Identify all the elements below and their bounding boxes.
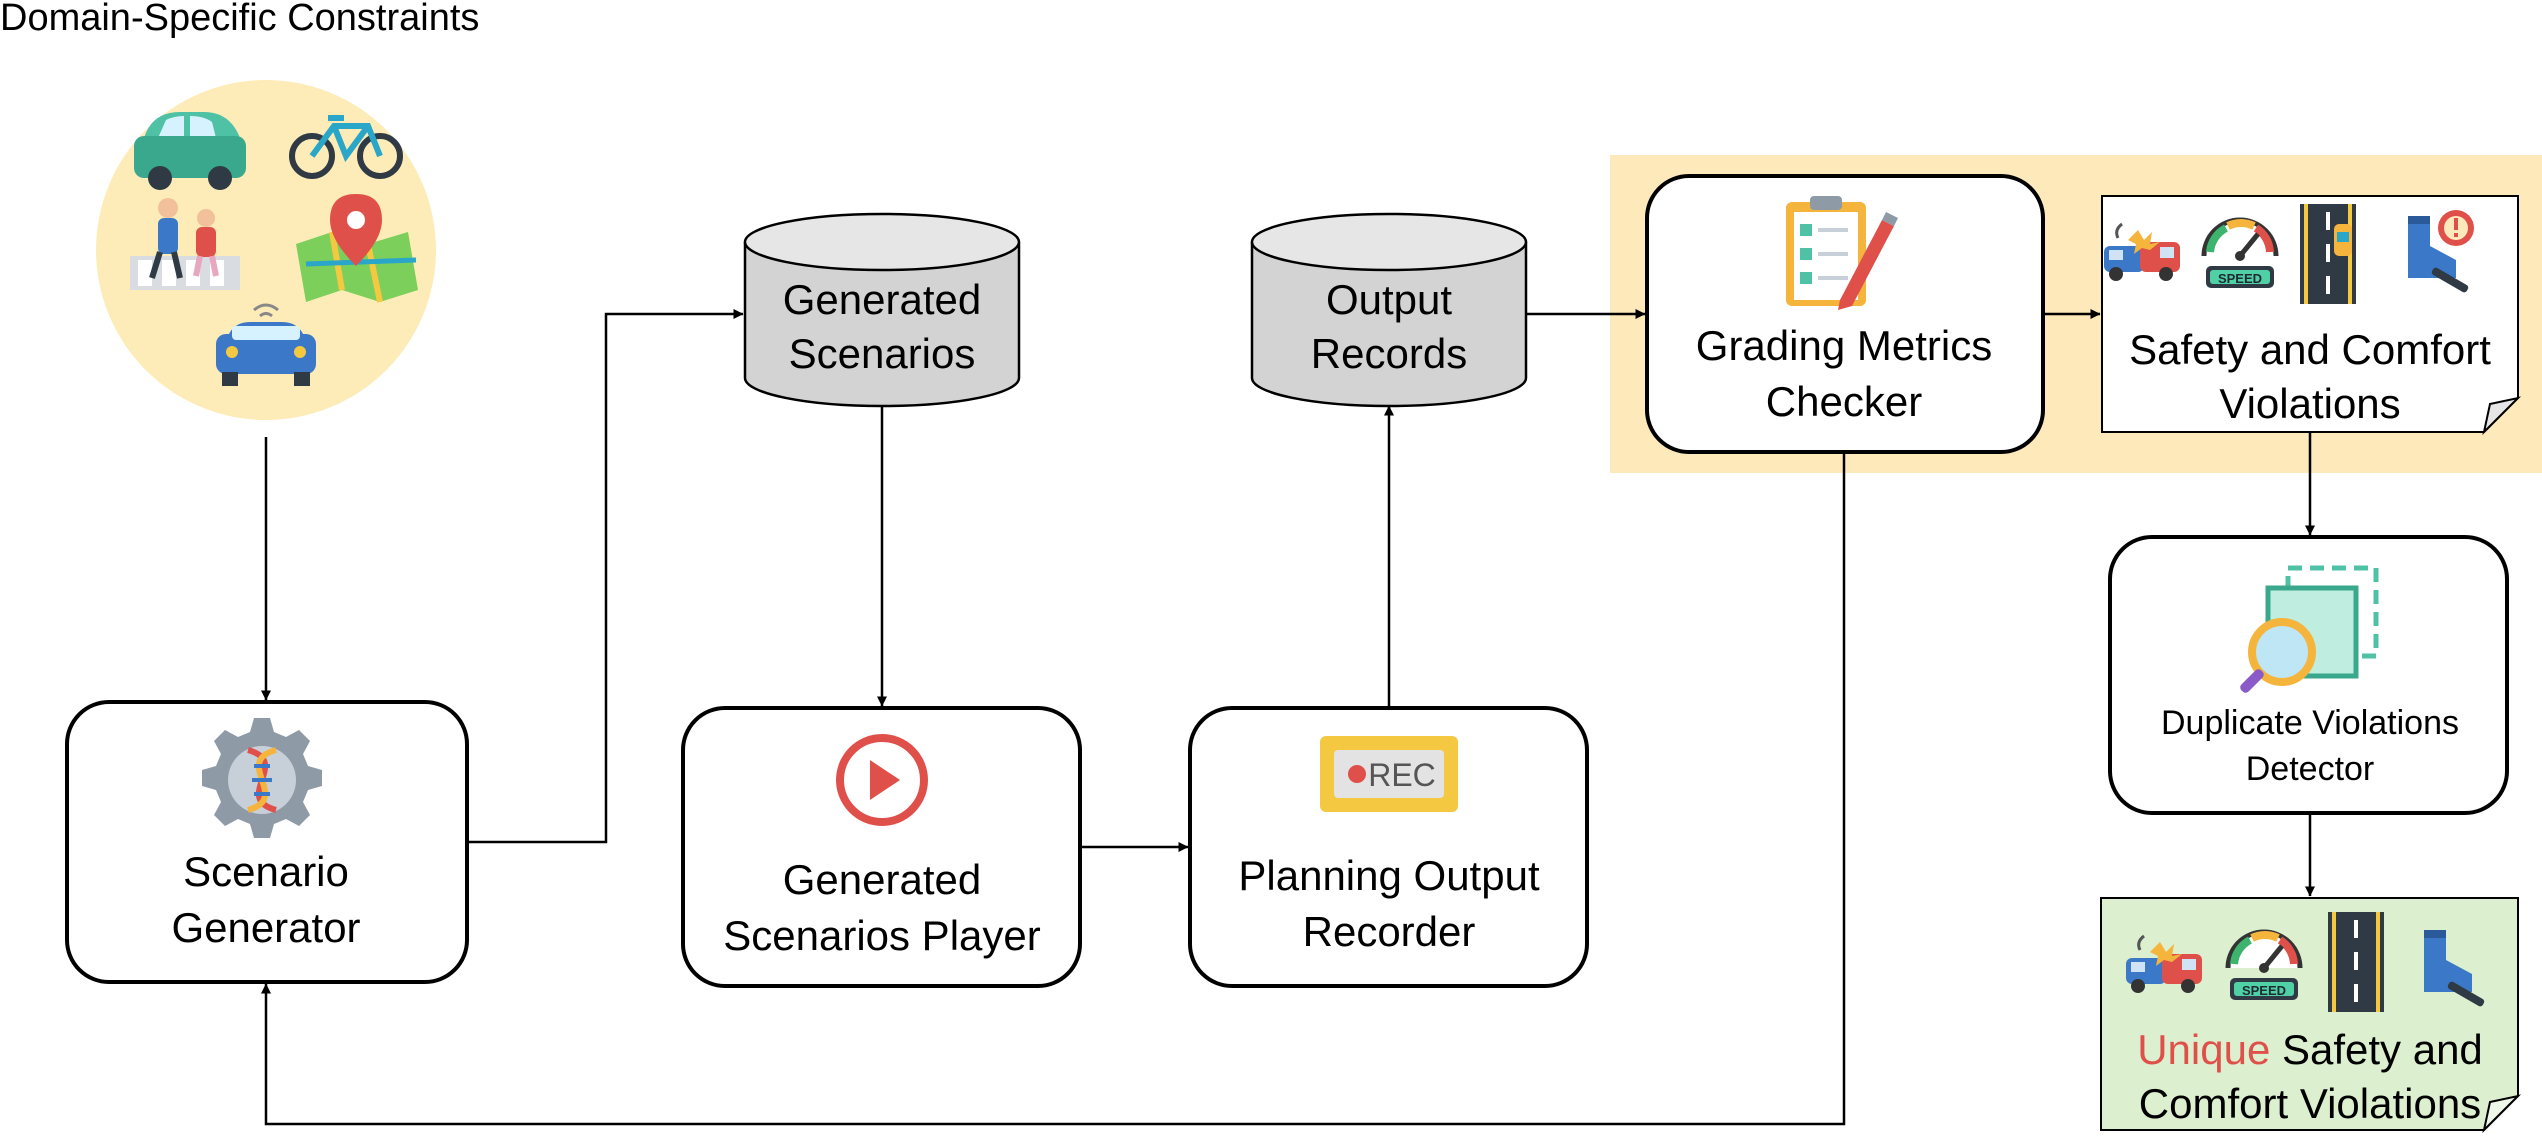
speedometer-icon: SPEED xyxy=(2228,932,2300,1000)
unique-violations-label-1: Unique Safety and xyxy=(2137,1026,2483,1073)
lane-icon xyxy=(2300,204,2356,304)
output-recorder-label-1: Planning Output xyxy=(1238,852,1540,899)
grading-checker-label-2: Checker xyxy=(1766,378,1922,425)
speed-label: SPEED xyxy=(2218,271,2262,286)
output-recorder-node: REC Planning Output Recorder xyxy=(1188,706,1589,988)
violations-note: SPEED Safety and Comfort Violations xyxy=(2101,195,2522,436)
generated-scenarios-db-label-1: Generated xyxy=(783,276,981,323)
bicycle-icon xyxy=(289,115,403,179)
output-records-db: Output Records xyxy=(1250,212,1528,408)
connected-car-icon xyxy=(216,303,316,386)
edge-generator-to-db xyxy=(468,309,744,844)
unique-violations-label-1-rest: Safety and xyxy=(2270,1026,2482,1073)
unique-violations-label-2: Comfort Violations xyxy=(2139,1080,2481,1127)
duplicate-detector-label-1: Duplicate Violations xyxy=(2161,704,2459,742)
scenarios-player-node: Generated Scenarios Player xyxy=(681,706,1082,988)
speed-label: SPEED xyxy=(2242,983,2286,998)
grading-checker-node: Grading Metrics Checker xyxy=(1645,174,2045,454)
dna-gear-icon xyxy=(202,718,322,838)
unique-violations-note: SPEED Unique Safety and Comfort Violatio… xyxy=(2100,897,2522,1134)
lane-icon xyxy=(2328,912,2384,1012)
brake-pedal-icon xyxy=(2408,210,2474,294)
output-recorder-label-2: Recorder xyxy=(1303,908,1476,955)
rec-icon-text: REC xyxy=(1368,757,1436,793)
duplicate-detector-label-2: Detector xyxy=(2246,750,2375,788)
diagram-title: Domain-Specific Constraints xyxy=(0,0,479,39)
pedestrians-icon xyxy=(130,198,240,290)
scenarios-player-label-1: Generated xyxy=(783,856,981,903)
output-records-db-label-2: Records xyxy=(1311,330,1467,377)
violations-label-1: Safety and Comfort xyxy=(2129,326,2491,373)
clipboard-checklist-icon xyxy=(1786,196,1898,310)
grading-checker-label-1: Grading Metrics xyxy=(1696,322,1992,369)
rec-icon: REC xyxy=(1320,736,1458,812)
scenarios-player-label-2: Scenarios Player xyxy=(723,912,1040,959)
scenario-generator-node: Scenario Generator xyxy=(65,700,469,984)
scenario-generator-label-1: Scenario xyxy=(183,848,349,895)
duplicate-detector-node: Duplicate Violations Detector xyxy=(2108,535,2509,815)
generated-scenarios-db: Generated Scenarios xyxy=(743,212,1021,408)
unique-highlight: Unique xyxy=(2137,1026,2270,1073)
magnifier-copy-icon xyxy=(2240,565,2379,693)
map-pin-icon xyxy=(296,194,418,303)
scenario-generator-label-2: Generator xyxy=(171,904,360,951)
play-icon xyxy=(836,734,928,826)
constraints-group xyxy=(96,80,436,420)
car-icon xyxy=(134,112,246,190)
edge-feedback-loop xyxy=(261,454,1846,1126)
violations-label-2: Violations xyxy=(2219,380,2400,427)
speedometer-icon: SPEED xyxy=(2204,220,2276,288)
output-records-db-label-1: Output xyxy=(1326,276,1452,323)
generated-scenarios-db-label-2: Scenarios xyxy=(789,330,976,377)
